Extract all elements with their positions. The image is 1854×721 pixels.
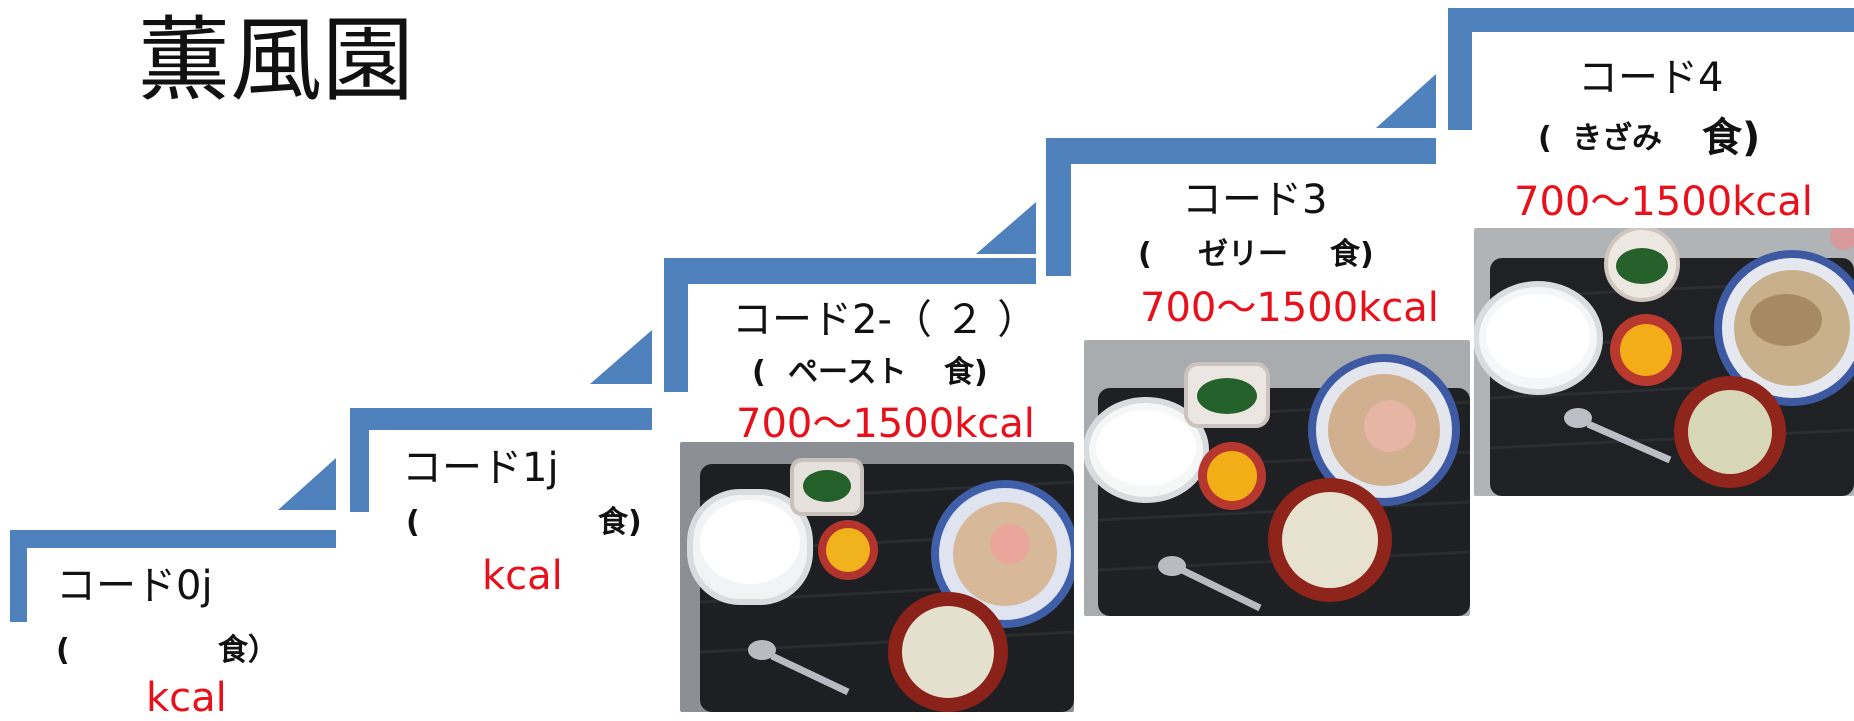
step-4-open: ( (1538, 121, 1552, 156)
step-2-close: 食) (944, 355, 988, 390)
stair-arrow-2 (976, 202, 1036, 254)
step-4-close: 食) (1702, 115, 1761, 161)
stair-arrow-3 (1376, 74, 1436, 128)
step-0-kcal: kcal (146, 675, 227, 721)
step-1-open: ( (406, 505, 420, 540)
meal-photo-code-2 (680, 442, 1074, 712)
step-0-close: 食） (218, 633, 278, 668)
step-2-kcal: 700～1500kcal (736, 401, 1035, 447)
page-title: 薫風園 (138, 7, 415, 114)
step-2-code: コード2-（ ２ ） (732, 297, 1038, 343)
step-0-open: ( (56, 633, 70, 668)
stair-step-4 (1448, 8, 1854, 130)
meal-photo-code-4 (1474, 228, 1854, 496)
stair-arrow-1 (590, 330, 652, 384)
step-4-kcal: 700～1500kcal (1514, 179, 1813, 225)
step-1-close: 食) (598, 505, 642, 540)
step-3-code: コード3 (1182, 177, 1328, 223)
step-2-open: ( (752, 355, 766, 390)
step-3-kcal: 700～1500kcal (1140, 285, 1439, 331)
stair-arrow-0 (278, 458, 336, 510)
step-2-texture: ペースト (788, 355, 907, 390)
step-3-texture: ゼリー (1198, 237, 1288, 272)
meal-photo-code-3 (1084, 340, 1470, 616)
step-3-close: 食) (1330, 237, 1374, 272)
step-3-open: ( (1138, 237, 1152, 272)
stair-step-0 (10, 530, 336, 622)
step-0-code: コード0j (56, 563, 213, 609)
stair-step-1 (350, 408, 652, 512)
step-4-code: コード4 (1578, 55, 1724, 101)
step-4-texture: きざみ (1572, 121, 1662, 156)
stair-step-3 (1046, 138, 1436, 276)
stair-step-2 (664, 258, 1036, 392)
step-1-kcal: kcal (482, 553, 563, 599)
step-1-code: コード1j (402, 445, 559, 491)
